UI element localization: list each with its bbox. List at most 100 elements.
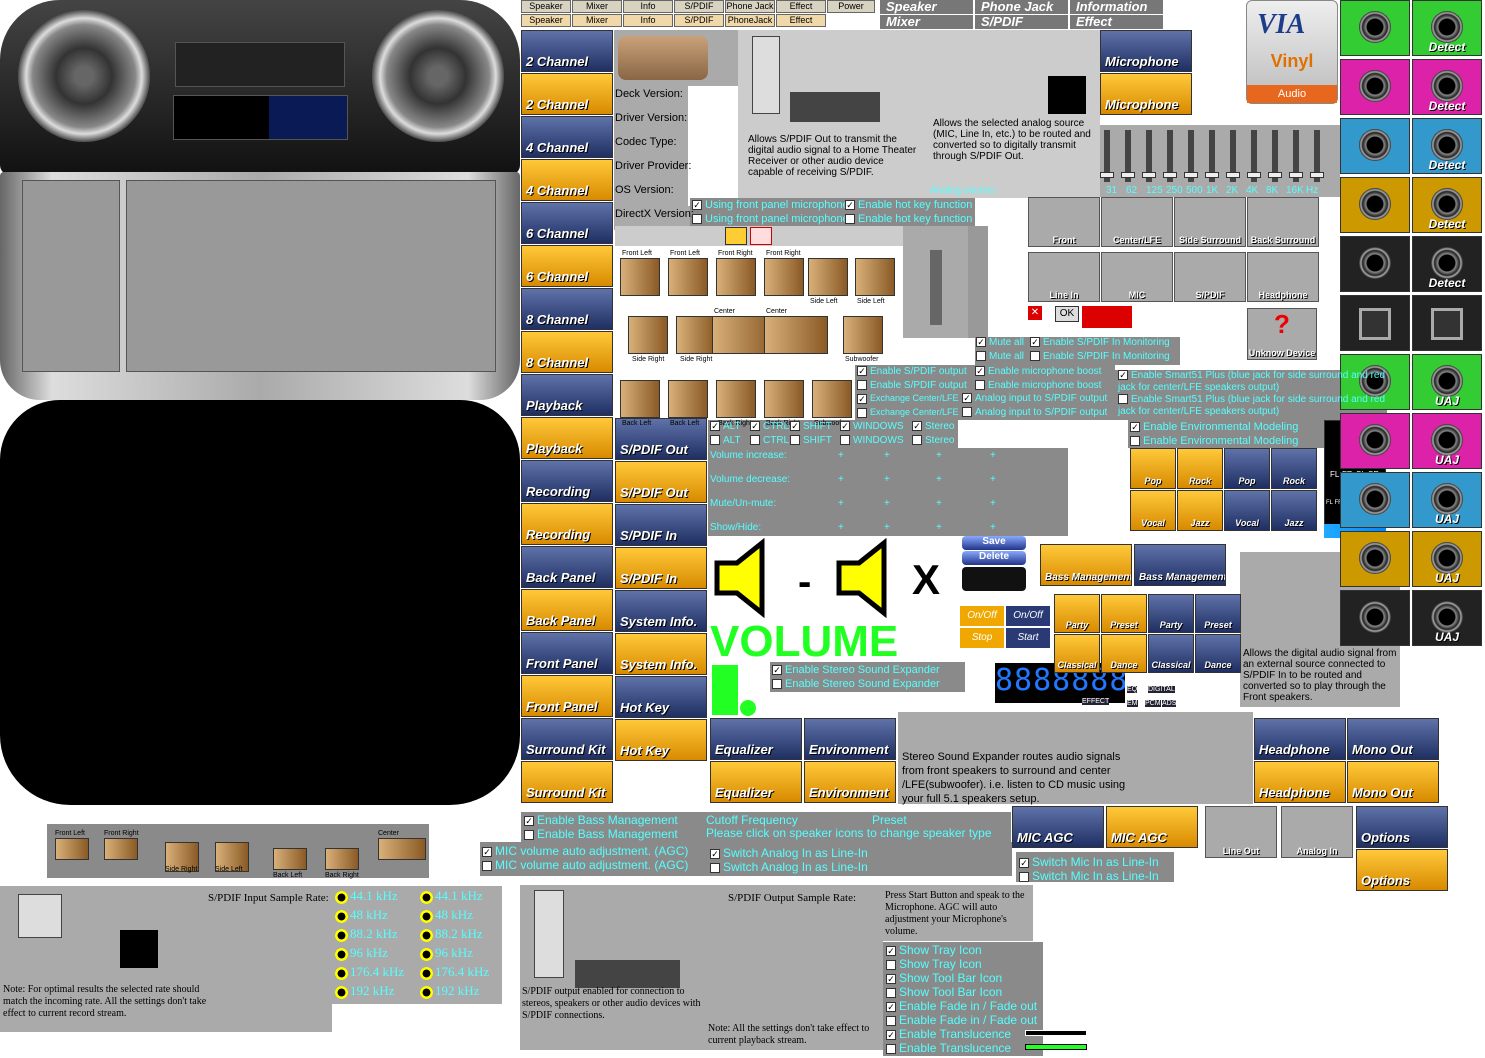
nav-front-panel-active[interactable]: Front Panel (521, 675, 613, 717)
tab-mixer[interactable]: Mixer (572, 0, 622, 13)
env-model-checkbox[interactable]: ✓ (1130, 422, 1140, 433)
eq-slider[interactable] (1314, 130, 1320, 182)
speaker-front-left[interactable] (668, 258, 708, 296)
nav-back-panel-active[interactable]: Back Panel (521, 589, 613, 631)
close-icon[interactable]: ✕ (1028, 306, 1042, 320)
eq-slider-knob[interactable] (1121, 172, 1135, 178)
speaker-side-left[interactable] (808, 258, 848, 296)
eq-preset-jazz[interactable]: Jazz (1271, 490, 1317, 531)
modkey-checkbox[interactable] (840, 435, 850, 446)
spdif-in-rate-option[interactable]: 88.2 kHz (420, 926, 483, 942)
audio-jack[interactable] (1340, 177, 1410, 233)
audio-jack[interactable]: UAJ (1412, 472, 1482, 528)
audio-jack[interactable] (1340, 354, 1410, 410)
radio-icon[interactable] (420, 909, 433, 923)
speaker-position-backsurround[interactable]: Back Surround (1247, 197, 1319, 247)
env-preset-party[interactable]: Party (1148, 594, 1194, 633)
modkey-checkbox[interactable]: ✓ (790, 421, 800, 432)
radio-icon[interactable] (335, 928, 348, 942)
modkey-checkbox[interactable] (750, 435, 760, 446)
exchange-center-row[interactable]: Exchange Center/LFE (857, 407, 959, 418)
eq-slider[interactable] (1125, 130, 1131, 182)
analog-to-spdif-checkbox[interactable]: ✓ (962, 393, 972, 404)
ctrl-stop[interactable]: Stop (960, 628, 1004, 648)
tab-spdif[interactable]: S/PDIF (674, 0, 724, 13)
mute-all-checkbox[interactable]: ✓ (976, 337, 986, 348)
eq-preset-vocal[interactable]: Vocal (1130, 490, 1176, 531)
nav-s-pdif-in[interactable]: S/PDIF In (615, 504, 707, 546)
speaker-front-right[interactable] (764, 258, 804, 296)
switch-analog-checkbox[interactable]: ✓ (710, 848, 720, 859)
radio-icon[interactable] (335, 947, 348, 961)
eq-slider-knob[interactable] (1247, 172, 1261, 178)
spdif-in-rate-option[interactable]: 96 kHz (335, 945, 388, 961)
analog-in-icon[interactable]: Analog In (1281, 806, 1353, 858)
mic-auto-agc-checkbox[interactable]: ✓ (482, 846, 492, 857)
env-preset-preset[interactable]: Preset (1195, 594, 1241, 633)
tray-option-row[interactable]: ✓Show Tray Icon (886, 943, 982, 957)
speaker-side-right[interactable] (676, 316, 716, 354)
speaker-subwoofer[interactable] (843, 316, 883, 354)
bottom-speaker-side-right[interactable] (165, 842, 199, 872)
audio-jack[interactable] (1340, 472, 1410, 528)
mic-auto-agc-row[interactable]: MIC volume auto adjustment. (AGC) (482, 858, 688, 872)
environment-button-active[interactable]: Environment (804, 761, 896, 803)
tab-big-phonejack[interactable]: Phone Jack (975, 0, 1068, 14)
front-panel-mic-checkbox[interactable]: ✓ (692, 200, 702, 211)
input-linein-icon[interactable]: Line In (1028, 252, 1100, 302)
switch-mic-checkbox[interactable]: ✓ (1019, 857, 1029, 868)
modkey-shift[interactable]: ✓SHIFT (790, 421, 832, 432)
nav-4-channel[interactable]: 4 Channel (521, 116, 613, 158)
nav-recording-active[interactable]: Recording (521, 503, 613, 545)
audio-jack[interactable]: Detect (1412, 59, 1482, 115)
tab-speaker[interactable]: Speaker (521, 0, 571, 13)
options-button[interactable]: Options (1356, 806, 1448, 848)
mute-icon[interactable] (750, 227, 772, 245)
tab-active-mixer[interactable]: Mixer (572, 14, 622, 27)
delete-button[interactable]: Delete (962, 551, 1026, 565)
nav-playback-active[interactable]: Playback (521, 417, 613, 459)
tab-active-phonejack[interactable]: PhoneJack (725, 14, 775, 27)
mic-agc-button[interactable]: MIC AGC (1012, 806, 1104, 848)
speaker-front-right[interactable] (716, 258, 756, 296)
tray-option-row[interactable]: ✓Enable Translucence (886, 1027, 1011, 1041)
input-spdif-icon[interactable]: S/PDIF (1174, 252, 1246, 302)
nav-surround-kit-active[interactable]: Surround Kit (521, 761, 613, 803)
eq-preset-rock[interactable]: Rock (1271, 448, 1317, 489)
spdif-in-rate-option[interactable]: 192 kHz (335, 983, 394, 999)
analog-to-spdif-checkbox[interactable] (962, 407, 972, 418)
tray-option-checkbox[interactable] (886, 987, 896, 998)
ctrl-start[interactable]: Start (1006, 628, 1050, 648)
radio-icon[interactable] (420, 928, 433, 942)
tray-option-row[interactable]: ✓Show Tool Bar Icon (886, 971, 1002, 985)
env-preset-preset[interactable]: Preset (1101, 594, 1147, 633)
options-button-active[interactable]: Options (1356, 849, 1448, 891)
unknown-device-icon[interactable]: ? Unknow Device (1247, 308, 1317, 360)
volume-icon[interactable] (725, 227, 747, 245)
switch-analog-row[interactable]: ✓Switch Analog In as Line-In (710, 846, 868, 860)
mic-boost-checkbox[interactable] (975, 380, 985, 391)
bottom-speaker-front-left[interactable] (55, 838, 89, 860)
nav-8-channel[interactable]: 8 Channel (521, 288, 613, 330)
speaker-subwoofer[interactable] (812, 380, 852, 418)
stereo-expander-row[interactable]: ✓Enable Stereo Sound Expander (772, 664, 940, 676)
audio-jack[interactable] (1340, 118, 1410, 174)
analog-to-spdif-row[interactable]: Analog input to S/PDIF output (962, 407, 1107, 418)
eq-slider-knob[interactable] (1289, 172, 1303, 178)
stereo-expander-checkbox[interactable]: ✓ (772, 665, 782, 676)
bottom-speaker-front-right[interactable] (104, 838, 138, 860)
eq-slider-knob[interactable] (1205, 172, 1219, 178)
mic-agc-button-active[interactable]: MIC AGC (1106, 806, 1198, 848)
save-button[interactable]: Save (962, 536, 1026, 550)
radio-icon[interactable] (335, 890, 348, 904)
tray-option-row[interactable]: Show Tray Icon (886, 957, 982, 971)
ctrl-onoff[interactable]: On/Off (960, 606, 1004, 626)
tab-active-info[interactable]: Info (623, 14, 673, 27)
audio-jack[interactable] (1340, 0, 1410, 56)
audio-jack[interactable] (1340, 590, 1410, 646)
eq-slider[interactable] (1272, 130, 1278, 182)
headphone-button[interactable]: Headphone (1254, 718, 1346, 760)
switch-mic-row[interactable]: Switch Mic In as Line-In (1019, 869, 1159, 883)
modkey-stereo[interactable]: ✓Stereo (912, 421, 954, 432)
tab-big-mixer[interactable]: Mixer (880, 15, 973, 29)
